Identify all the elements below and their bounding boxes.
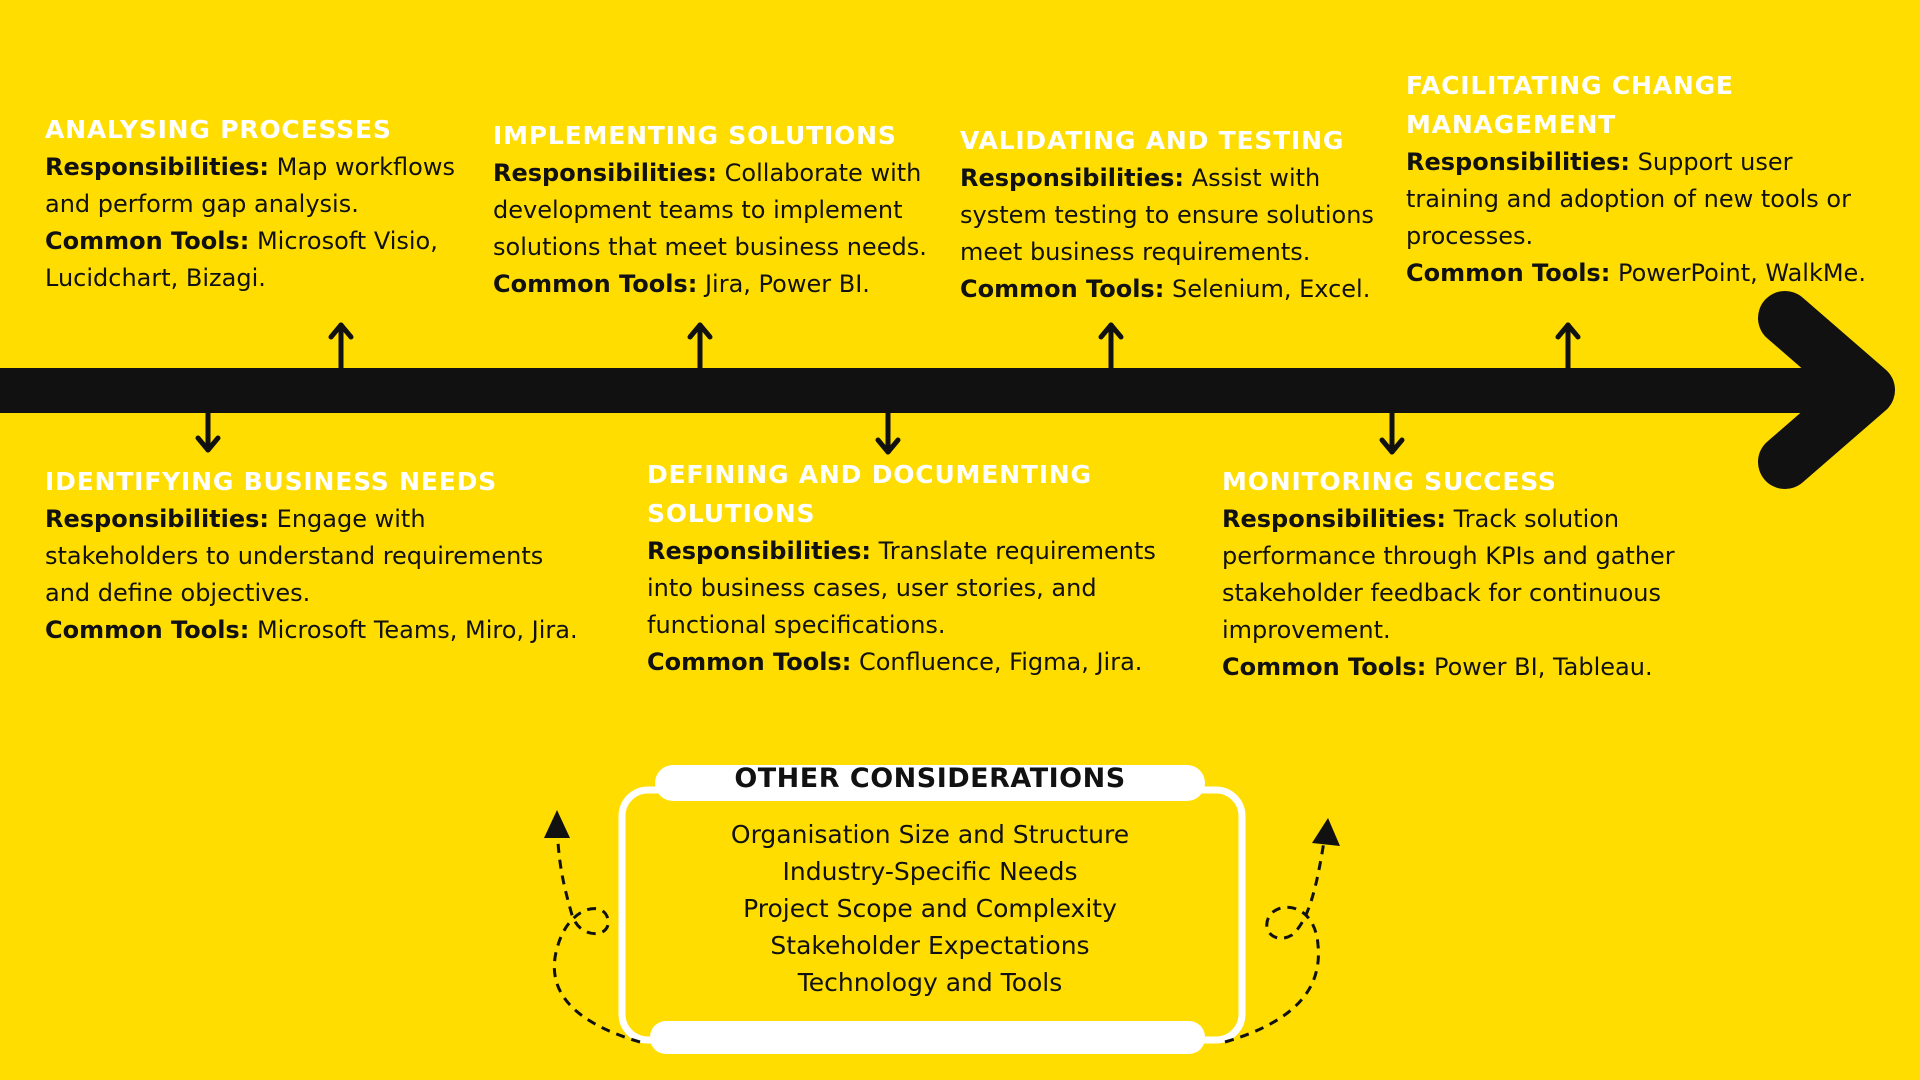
- responsibilities-text: Track solution performance through KPIs …: [1222, 505, 1675, 644]
- other-considerations-list: Organisation Size and Structure Industry…: [630, 816, 1230, 1001]
- responsibilities-label: Responsibilities:: [45, 153, 270, 181]
- stage-description: Responsibilities: Collaborate with devel…: [493, 155, 933, 303]
- stage-description: Responsibilities: Assist with system tes…: [960, 160, 1380, 308]
- connector-up-arrow: [687, 322, 713, 371]
- connector-down-arrow: [875, 410, 901, 455]
- stage-description: Responsibilities: Support user training …: [1406, 144, 1886, 292]
- list-item: Project Scope and Complexity: [743, 894, 1117, 923]
- responsibilities-text: Assist with system testing to ensure sol…: [960, 164, 1374, 266]
- stage-title: DEFINING AND DOCUMENTING SOLUTIONS: [647, 460, 1092, 528]
- responsibilities-label: Responsibilities:: [960, 164, 1185, 192]
- list-item: Technology and Tools: [797, 968, 1063, 997]
- stage-title: FACILITATING CHANGE MANAGEMENT: [1406, 71, 1734, 139]
- tools-label: Common Tools:: [1222, 653, 1427, 681]
- list-item: Industry-Specific Needs: [782, 857, 1078, 886]
- stage-description: Responsibilities: Track solution perform…: [1222, 501, 1742, 686]
- responsibilities-label: Responsibilities:: [647, 537, 872, 565]
- tools-text: Confluence, Figma, Jira.: [858, 648, 1143, 676]
- stage-title: IMPLEMENTING SOLUTIONS: [493, 121, 897, 150]
- dashed-loop-arrow-left: [552, 819, 641, 1044]
- list-item: Stakeholder Expectations: [770, 931, 1090, 960]
- timeline-arrowhead: [1758, 291, 1895, 489]
- tools-label: Common Tools:: [493, 270, 698, 298]
- tools-text: Jira, Power BI.: [704, 270, 870, 298]
- stage-description: Responsibilities: Engage with stakeholde…: [45, 501, 585, 649]
- stage-implementing-solutions: IMPLEMENTING SOLUTIONS Responsibilities:…: [493, 116, 933, 303]
- responsibilities-text: Support user training and adoption of ne…: [1406, 148, 1851, 250]
- tools-label: Common Tools:: [1406, 259, 1611, 287]
- responsibilities-text: Engage with stakeholders to understand r…: [45, 505, 544, 607]
- responsibilities-label: Responsibilities:: [1406, 148, 1631, 176]
- connector-up-arrow: [1098, 322, 1124, 371]
- stage-validating-and-testing: VALIDATING AND TESTING Responsibilities:…: [960, 121, 1380, 308]
- stage-title: VALIDATING AND TESTING: [960, 126, 1345, 155]
- considerations-bottom-tab: [650, 1021, 1205, 1054]
- responsibilities-label: Responsibilities:: [493, 159, 718, 187]
- dashed-loop-arrow-right: [1224, 834, 1327, 1044]
- stage-analysing-processes: ANALYSING PROCESSES Responsibilities: Ma…: [45, 110, 465, 297]
- list-item: Organisation Size and Structure: [730, 820, 1130, 849]
- tools-text: Microsoft Teams, Miro, Jira.: [256, 616, 578, 644]
- responsibilities-label: Responsibilities:: [45, 505, 270, 533]
- responsibilities-label: Responsibilities:: [1222, 505, 1447, 533]
- stage-identifying-business-needs: IDENTIFYING BUSINESS NEEDS Responsibilit…: [45, 462, 585, 649]
- tools-label: Common Tools:: [647, 648, 852, 676]
- tools-text: Selenium, Excel.: [1171, 275, 1371, 303]
- connector-up-arrow: [1555, 322, 1581, 371]
- stage-description: Responsibilities: Map workflows and perf…: [45, 149, 465, 297]
- dashed-arrowhead-icon: [544, 810, 570, 838]
- responsibilities-text: Collaborate with development teams to im…: [493, 159, 927, 261]
- tools-label: Common Tools:: [960, 275, 1165, 303]
- connector-up-arrow: [328, 322, 354, 371]
- stage-title: IDENTIFYING BUSINESS NEEDS: [45, 467, 497, 496]
- dashed-arrowhead-icon: [1312, 818, 1340, 846]
- tools-text: Power BI, Tableau.: [1433, 653, 1653, 681]
- stage-monitoring-success: MONITORING SUCCESS Responsibilities: Tra…: [1222, 462, 1742, 686]
- stage-defining-and-documenting-solutions: DEFINING AND DOCUMENTING SOLUTIONS Respo…: [647, 455, 1167, 681]
- responsibilities-text: Translate requirements into business cas…: [647, 537, 1156, 639]
- stage-title: ANALYSING PROCESSES: [45, 115, 392, 144]
- tools-label: Common Tools:: [45, 616, 250, 644]
- tools-text: PowerPoint, WalkMe.: [1617, 259, 1866, 287]
- stage-facilitating-change-management: FACILITATING CHANGE MANAGEMENT Responsib…: [1406, 66, 1886, 292]
- connector-down-arrow: [1379, 410, 1405, 455]
- considerations-title-tab: [655, 765, 1205, 801]
- stage-title: MONITORING SUCCESS: [1222, 467, 1557, 496]
- responsibilities-text: Map workflows and perform gap analysis.: [45, 153, 455, 218]
- connector-down-arrow: [195, 410, 221, 453]
- stage-description: Responsibilities: Translate requirements…: [647, 533, 1167, 681]
- timeline-bar: [0, 368, 1860, 413]
- other-considerations-title: OTHER CONSIDERATIONS: [734, 763, 1126, 794]
- tools-label: Common Tools:: [45, 227, 250, 255]
- tools-text: Microsoft Visio, Lucidchart, Bizagi.: [45, 227, 438, 292]
